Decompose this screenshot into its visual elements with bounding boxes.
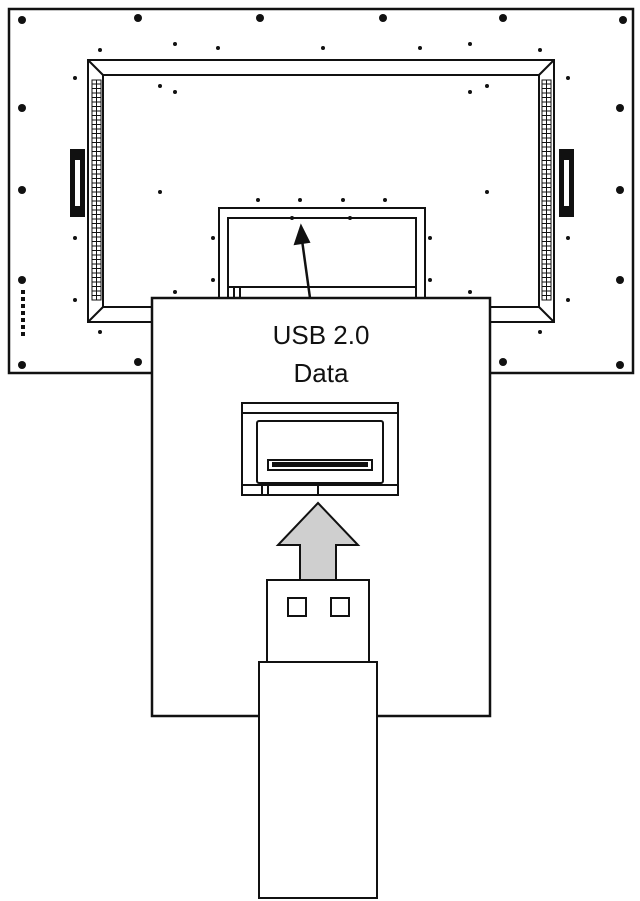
screw-large	[616, 104, 624, 112]
bezel-corner	[87, 306, 104, 323]
screw-small	[538, 330, 542, 334]
vent-left	[91, 79, 102, 301]
screw-small	[98, 48, 102, 52]
pointer-arrow	[293, 223, 312, 299]
usb-plug-hole-right	[330, 597, 350, 617]
screw-small	[158, 190, 162, 194]
screw-small	[73, 236, 77, 240]
connector-panel	[218, 207, 426, 299]
screw-large	[18, 16, 26, 24]
screw-large	[616, 361, 624, 369]
handle-right	[559, 149, 574, 217]
screw-small	[566, 236, 570, 240]
screw-small	[173, 290, 177, 294]
screw-small	[256, 198, 260, 202]
screw-small	[485, 190, 489, 194]
side-port-dot	[21, 290, 25, 294]
screw-small	[73, 298, 77, 302]
screw-large	[18, 361, 26, 369]
usb-stick	[258, 579, 378, 899]
screw-small	[173, 90, 177, 94]
screw-small	[566, 76, 570, 80]
screw-large	[134, 358, 142, 366]
screw-small	[341, 198, 345, 202]
bezel-outer-frame	[87, 59, 555, 323]
handle-left	[70, 149, 85, 217]
callout-title-line2: Data	[293, 358, 349, 388]
screw-large	[619, 16, 627, 24]
side-port-dot	[21, 325, 25, 329]
screw-large	[616, 276, 624, 284]
screw-small	[211, 236, 215, 240]
screw-small	[216, 46, 220, 50]
vent-right	[541, 79, 552, 301]
screw-large	[499, 14, 507, 22]
bezel-corner	[538, 59, 555, 76]
side-port-dot	[21, 318, 25, 322]
side-port-dot	[21, 332, 25, 336]
screw-small	[485, 84, 489, 88]
screw-large	[616, 186, 624, 194]
side-port-dot	[21, 304, 25, 308]
screw-small	[538, 48, 542, 52]
usb-body	[258, 661, 378, 899]
screw-small	[428, 278, 432, 282]
side-port-dot	[21, 311, 25, 315]
usb-plug-hole-left	[287, 597, 307, 617]
screw-small	[383, 198, 387, 202]
screw-small	[211, 278, 215, 282]
screw-small	[566, 298, 570, 302]
screw-small	[298, 198, 302, 202]
screw-small	[98, 330, 102, 334]
screw-small	[73, 76, 77, 80]
screw-large	[134, 14, 142, 22]
usb-plug	[266, 579, 370, 663]
screw-large	[18, 104, 26, 112]
bezel-corner	[538, 306, 555, 323]
screw-small	[468, 42, 472, 46]
screw-large	[18, 186, 26, 194]
screw-small	[173, 42, 177, 46]
side-port-dot	[21, 297, 25, 301]
screw-large	[499, 358, 507, 366]
screw-large	[379, 14, 387, 22]
screw-small	[468, 90, 472, 94]
screw-small	[418, 46, 422, 50]
screw-small	[321, 46, 325, 50]
bezel-inner-frame	[102, 74, 540, 308]
bezel-corner	[87, 59, 104, 76]
screw-large	[256, 14, 264, 22]
callout-title-line1: USB 2.0	[272, 320, 370, 350]
monitor-screws	[18, 14, 627, 369]
screw-small	[428, 236, 432, 240]
screw-small	[468, 290, 472, 294]
screw-small	[158, 84, 162, 88]
screw-large	[18, 276, 26, 284]
side-port-dots	[21, 290, 25, 336]
usb-port	[241, 402, 399, 496]
